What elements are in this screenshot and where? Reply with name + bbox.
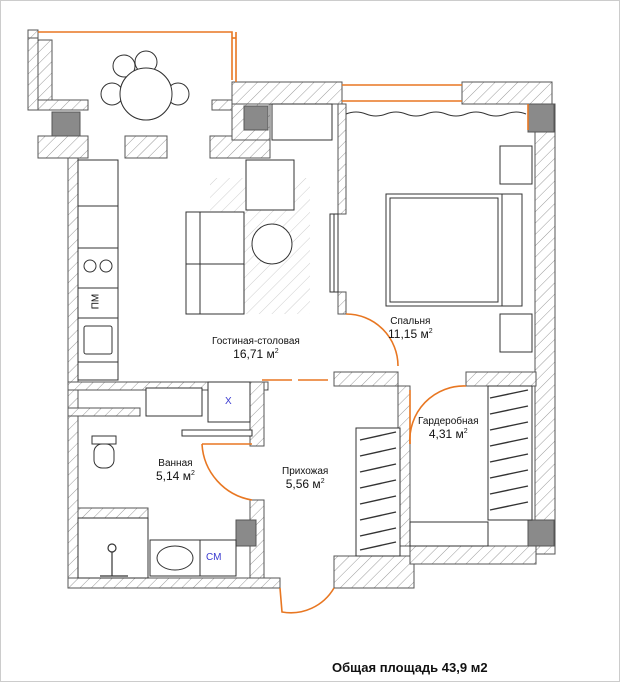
room-area: 11,15 м2 (388, 327, 433, 341)
door-bath-swing (201, 443, 253, 501)
column (527, 103, 555, 133)
washbasin-cabinet (145, 387, 203, 417)
column (235, 519, 257, 547)
toilet (93, 443, 115, 469)
sofa (185, 211, 245, 315)
coffee-table (251, 223, 293, 265)
hangers (359, 389, 529, 551)
column (527, 519, 555, 547)
nightstand (499, 313, 533, 353)
room-area: 5,56 м2 (285, 477, 325, 491)
sink-basin (156, 545, 194, 571)
wardrobe-rack (487, 385, 533, 521)
pillow (501, 193, 523, 307)
wall-loggia-bottom-left (37, 99, 89, 111)
total-area: Общая площадь 43,9 м2 (332, 660, 488, 675)
wall-loggia-top (27, 29, 39, 39)
wall-bedroom-partition-bottom (337, 291, 347, 315)
curtain (345, 111, 527, 117)
wall-left-exterior (67, 157, 79, 589)
loggia-window (38, 31, 233, 80)
nightstand (499, 145, 533, 185)
room-area: 4,31 м2 (428, 427, 468, 441)
door-entrance-swing (279, 587, 335, 614)
hall-wardrobe (355, 427, 401, 557)
doors (201, 313, 467, 614)
wardrobe-shelf (409, 521, 489, 547)
wall-kitchen-top-left (37, 135, 89, 159)
sink (83, 325, 113, 355)
wall-bedroom-top (461, 81, 553, 105)
wall-loggia-bottom-right (211, 99, 233, 111)
wall-wardrobe-top2 (465, 371, 537, 387)
chair-round (112, 54, 136, 78)
shower-tray (77, 517, 149, 579)
shower-fixture (100, 543, 128, 577)
room-name: Ванная (158, 458, 193, 469)
column (51, 111, 81, 137)
cabinet (271, 103, 333, 141)
wall-bedroom-partition-top (337, 103, 347, 215)
washer-tag: СМ (206, 552, 222, 563)
chair-round (119, 67, 173, 121)
fridge-tag: Х (225, 396, 232, 407)
wall-loggia-left (27, 29, 39, 111)
room-area: 5,14 м2 (156, 469, 195, 483)
hob-burner (99, 259, 113, 273)
shelf-bath (181, 429, 253, 437)
wall-bottom-far-right (409, 545, 537, 565)
wall-right-exterior (534, 103, 556, 555)
wall-bath-top2 (67, 407, 141, 417)
toilet-tank (91, 435, 117, 445)
wall-living-top (231, 81, 343, 105)
hob-burner (83, 259, 97, 273)
wall-bath-inner (77, 507, 149, 519)
room-label-bath: Ванная 5,14 м2 (156, 458, 195, 483)
wall-loggia-ledge (37, 39, 53, 101)
wall-bottom-right (333, 555, 415, 589)
room-name: Спальня (390, 316, 431, 327)
room-label-bedroom: Спальня 11,15 м2 (388, 316, 433, 341)
room-label-living: Гостиная-столовая 16,71 м2 (212, 336, 300, 361)
room-label-hall: Прихожая 5,56 м2 (282, 466, 328, 491)
columns (51, 103, 555, 547)
room-label-wardrobe: Гардеробная 4,31 м2 (418, 416, 479, 441)
column (243, 105, 269, 131)
room-area: 16,71 м2 (233, 347, 279, 361)
windows (38, 31, 529, 130)
wall-wardrobe-top (333, 371, 399, 387)
door-bedroom-swing (345, 313, 399, 367)
furniture (77, 50, 533, 579)
walls (27, 29, 556, 589)
bed-frame (389, 197, 499, 303)
dishwasher-tag: ПМ (90, 293, 102, 310)
room-name: Прихожая (282, 466, 329, 477)
wall-bottom (67, 577, 281, 589)
armchair (245, 159, 295, 211)
fridge (207, 381, 251, 423)
wall-kitchen-top-mid (124, 135, 168, 159)
room-name: Гардеробная (418, 416, 479, 427)
room-name: Гостиная-столовая (212, 336, 300, 347)
washer (199, 539, 237, 577)
